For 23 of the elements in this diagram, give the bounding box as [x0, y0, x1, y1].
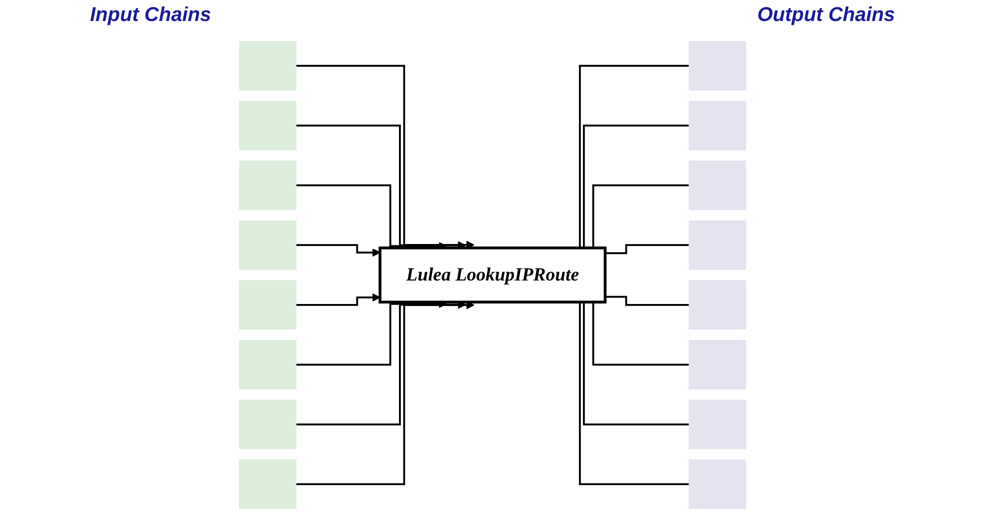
chain-box	[688, 41, 746, 91]
connector	[605, 244, 690, 254]
chain-box	[238, 280, 296, 330]
chain-box	[688, 100, 746, 150]
chain-box	[238, 41, 296, 91]
arrow	[296, 244, 380, 257]
column-heading: Input Chains	[90, 4, 212, 27]
chain-box	[238, 459, 296, 509]
chain-box	[238, 160, 296, 210]
arrow	[296, 293, 380, 306]
column-heading: Output Chains	[757, 4, 895, 27]
chain-box	[238, 340, 296, 390]
process-box: Lulea LookupIPRoute	[378, 246, 606, 304]
chain-box	[688, 400, 746, 450]
chain-box	[238, 400, 296, 450]
chain-box	[688, 280, 746, 330]
chain-box	[238, 100, 296, 150]
chain-box	[688, 459, 746, 509]
connector	[605, 296, 690, 306]
chain-box	[688, 220, 746, 270]
chain-box	[688, 340, 746, 390]
chain-box	[238, 220, 296, 270]
chain-box	[688, 160, 746, 210]
